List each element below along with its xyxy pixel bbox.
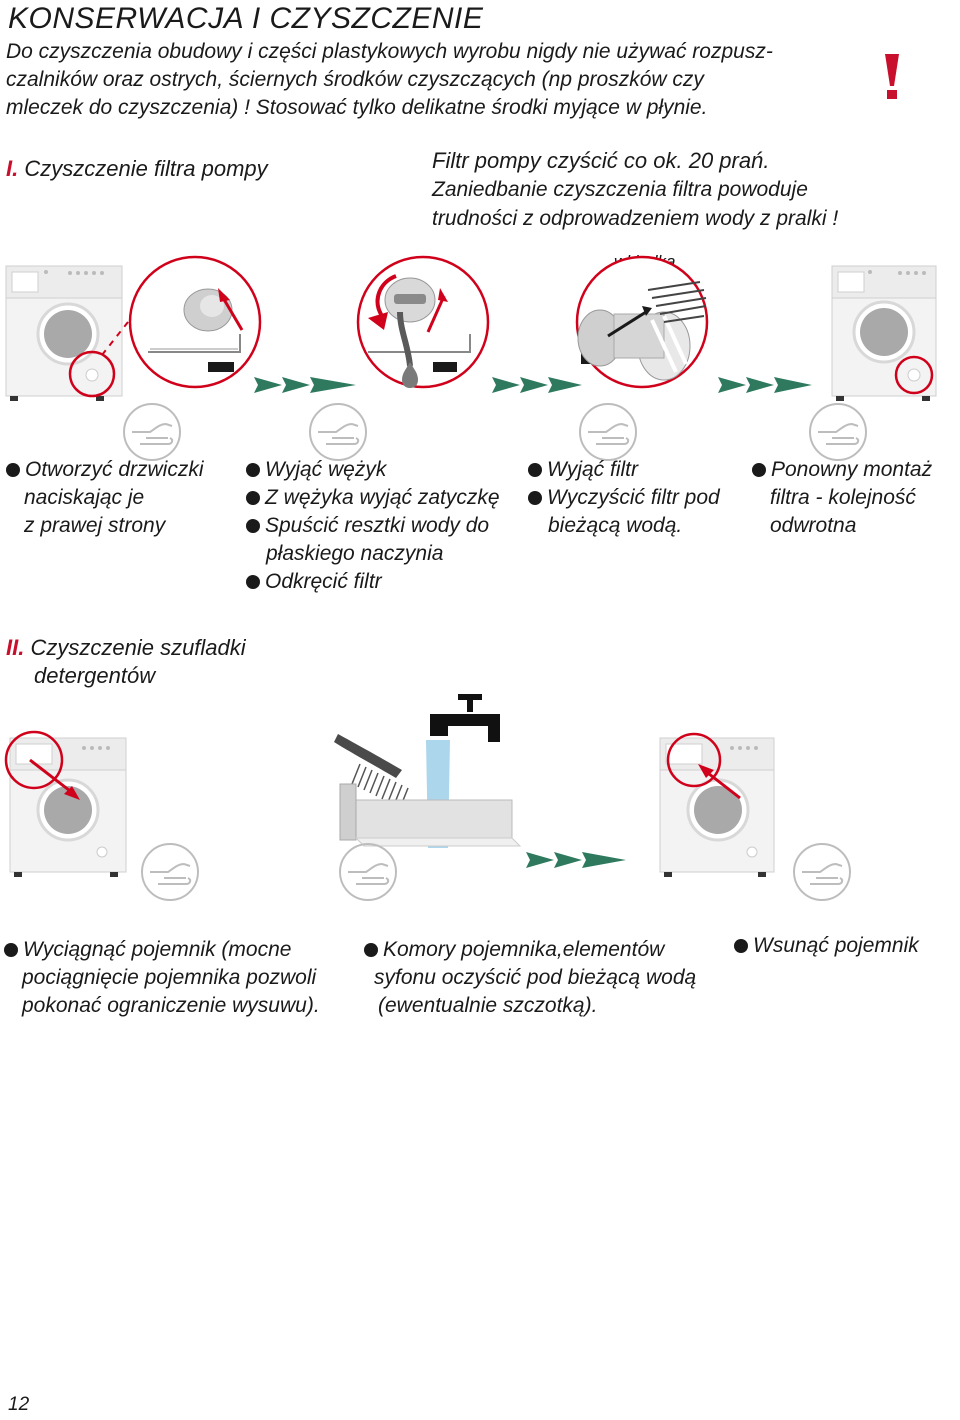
step-line: Spuścić resztki wody do bbox=[265, 514, 490, 537]
section-2-title: detergentów bbox=[34, 663, 156, 688]
bullet-icon bbox=[246, 575, 260, 589]
detail-drain-hose bbox=[356, 255, 490, 389]
detergent-drawer bbox=[339, 783, 522, 847]
intro-line: Do czyszczenia obudowy i części plastyko… bbox=[6, 40, 773, 63]
step-line: Ponowny montaż bbox=[771, 458, 933, 481]
step-line: odwrotna bbox=[770, 514, 857, 537]
section-2-title: Czyszczenie szufladki bbox=[30, 635, 246, 660]
washing-machine-1 bbox=[5, 265, 123, 401]
section-2-number: II. bbox=[6, 635, 25, 660]
page-title: KONSERWACJA I CZYSZCZENIE bbox=[8, 2, 484, 35]
washing-machine-2 bbox=[831, 265, 937, 401]
bullet-icon bbox=[246, 491, 260, 505]
step-line: (ewentualnie szczotką). bbox=[378, 994, 598, 1017]
hand-icon bbox=[339, 843, 397, 901]
faucet-icon bbox=[430, 694, 500, 742]
step-2-2: Komory pojemnika,elementów syfonu oczyśc… bbox=[364, 936, 696, 1020]
step-line: Odkręcić filtr bbox=[265, 570, 382, 593]
step-line: Wyjąć filtr bbox=[547, 458, 638, 481]
bullet-icon bbox=[246, 519, 260, 533]
intro-line: mleczek do czyszczenia) ! Stosować tylko… bbox=[6, 96, 708, 119]
bullet-icon bbox=[734, 939, 748, 953]
step-line: Komory pojemnika,elementów bbox=[383, 938, 665, 961]
hand-icon bbox=[123, 403, 181, 461]
step-line: płaskiego naczynia bbox=[266, 542, 444, 565]
section-1-illustrations bbox=[5, 255, 937, 461]
bullet-icon bbox=[528, 491, 542, 505]
green-arrow-4 bbox=[526, 852, 626, 868]
step-line: Wyciągnąć pojemnik (mocne bbox=[23, 938, 292, 961]
step-1-4: Ponowny montaż filtra - kolejność odwrot… bbox=[752, 456, 932, 540]
step-2-1: Wyciągnąć pojemnik (mocne pociągnięcie p… bbox=[4, 936, 320, 1020]
step-1-2: Wyjąć wężyk Z wężyka wyjąć zatyczkę Spuś… bbox=[246, 456, 500, 596]
step-line: Wsunąć pojemnik bbox=[753, 934, 919, 957]
hand-icon bbox=[809, 403, 867, 461]
step-line: pociągnięcie pojemnika pozwoli bbox=[22, 966, 317, 989]
bullet-icon bbox=[4, 943, 18, 957]
step-line: filtra - kolejność bbox=[770, 486, 916, 509]
hand-icon bbox=[793, 843, 851, 901]
intro-line: czalników oraz ostrych, ściernych środkó… bbox=[6, 68, 704, 91]
hand-icon bbox=[309, 403, 367, 461]
hand-icon bbox=[141, 843, 199, 901]
detail-filter-insert bbox=[575, 255, 709, 389]
step-1-1: Otworzyć drzwiczki naciskając je z prawe… bbox=[6, 456, 204, 540]
note-line: Zaniedbanie czyszczenia filtra powoduje bbox=[432, 178, 808, 201]
filter-note: Filtr pompy czyścić co ok. 20 prań. Zani… bbox=[432, 146, 838, 233]
green-arrow-3 bbox=[718, 377, 812, 393]
detail-open-flap bbox=[128, 255, 262, 389]
step-line: Wyczyścić filtr pod bbox=[547, 486, 720, 509]
step-line: Otworzyć drzwiczki bbox=[25, 458, 204, 481]
note-line: trudności z odprowadzeniem wody z pralki… bbox=[432, 207, 839, 230]
intro-text: Do czyszczenia obudowy i części plastyko… bbox=[6, 38, 856, 122]
bullet-icon bbox=[528, 463, 542, 477]
section-1-heading: I. Czyszczenie filtra pompy bbox=[6, 156, 268, 182]
page-number: 12 bbox=[8, 1394, 30, 1415]
bullet-icon bbox=[364, 943, 378, 957]
step-line: syfonu oczyścić pod bieżącą wodą bbox=[374, 966, 697, 989]
section-1-number: I. bbox=[6, 156, 19, 181]
section-1-title: Czyszczenie filtra pompy bbox=[24, 156, 268, 181]
step-2-3: Wsunąć pojemnik bbox=[734, 932, 919, 960]
step-line: pokonać ograniczenie wysuwu). bbox=[22, 994, 320, 1017]
step-line: Z wężyka wyjąć zatyczkę bbox=[265, 486, 500, 509]
green-arrow-2 bbox=[492, 377, 582, 393]
section-2-heading: II. Czyszczenie szufladki detergentów bbox=[6, 634, 246, 690]
bullet-icon bbox=[752, 463, 766, 477]
step-line: naciskając je bbox=[24, 486, 145, 509]
step-line: z prawej strony bbox=[24, 514, 166, 537]
exclamation-icon bbox=[885, 54, 899, 99]
bullet-icon bbox=[246, 463, 260, 477]
step-line: bieżącą wodą. bbox=[548, 514, 683, 537]
washing-machine-3 bbox=[9, 737, 127, 877]
hand-icon bbox=[579, 403, 637, 461]
step-1-3: Wyjąć filtr Wyczyścić filtr pod bieżącą … bbox=[528, 456, 720, 540]
note-line: Filtr pompy czyścić co ok. 20 prań. bbox=[432, 148, 770, 173]
section-2-illustrations bbox=[4, 694, 851, 901]
step-line: Wyjąć wężyk bbox=[265, 458, 387, 481]
green-arrow-1 bbox=[254, 377, 356, 393]
bullet-icon bbox=[6, 463, 20, 477]
washing-machine-4 bbox=[659, 737, 775, 877]
